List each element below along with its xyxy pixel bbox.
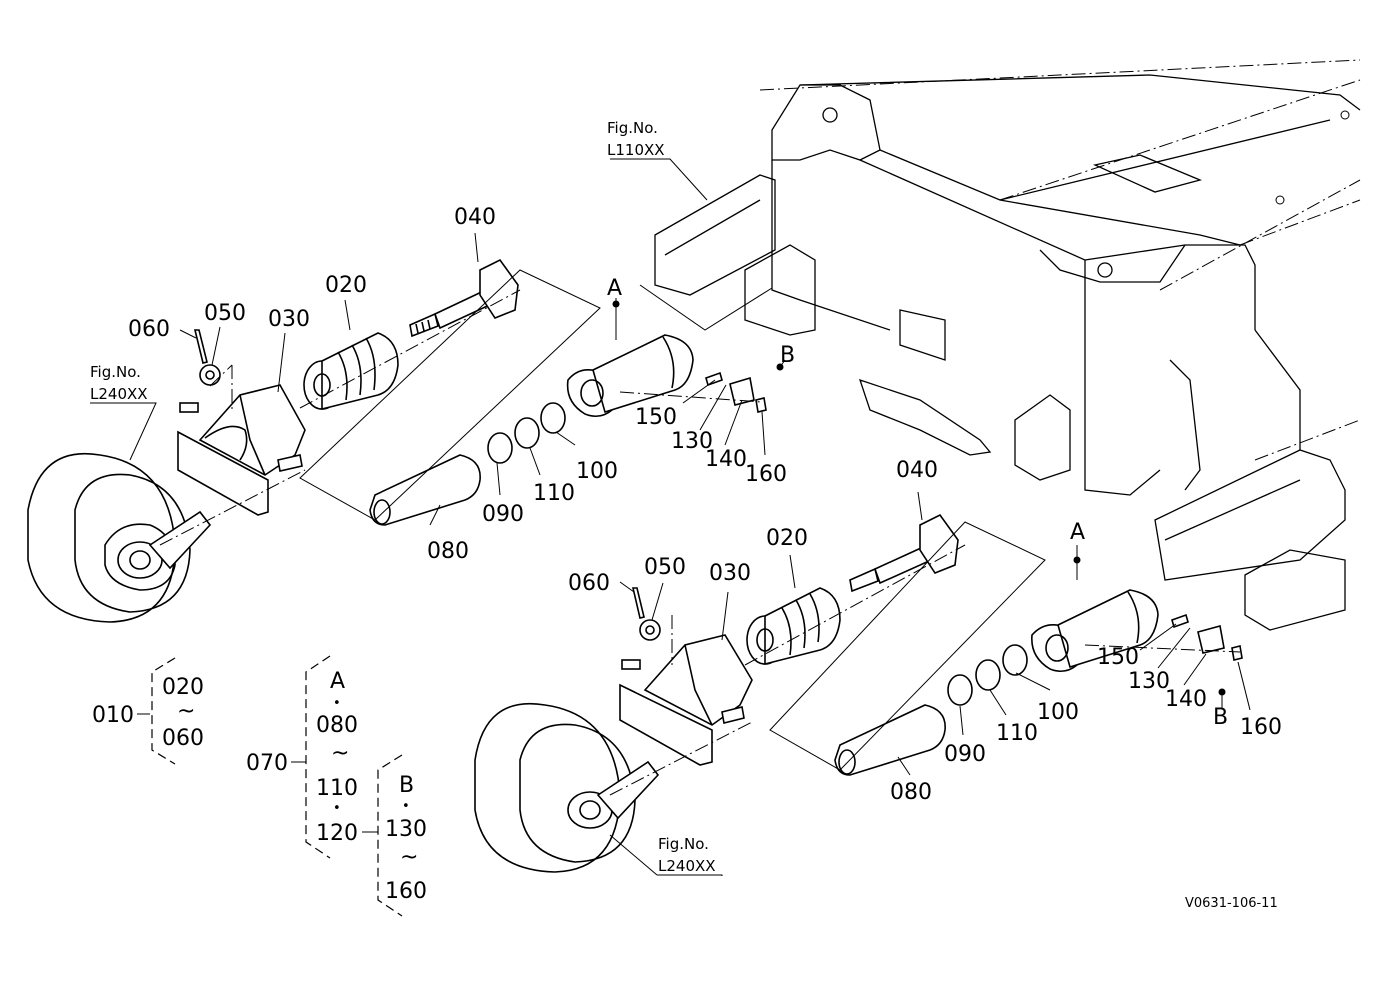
figure-references: Fig.No. L110XX Fig.No. L240XX Fig.No. L2… <box>90 119 716 875</box>
legend-070-to: 110 <box>316 776 358 801</box>
label-050-top: 050 <box>204 301 246 326</box>
label-b-bottom: B <box>1213 705 1228 730</box>
figref-bottom-idler-line1: Fig.No. <box>658 835 709 853</box>
legend-b: B <box>399 773 414 798</box>
label-050-bottom: 050 <box>644 555 686 580</box>
diagram-reference-code: V0631-106-11 <box>1185 896 1278 911</box>
leader-lines <box>90 158 1251 876</box>
legend-070-dot1: • <box>333 696 341 711</box>
label-060-top: 060 <box>128 317 170 342</box>
label-020-bottom: 020 <box>766 526 808 551</box>
label-140-top: 140 <box>705 447 747 472</box>
label-160-bottom: 160 <box>1240 715 1282 740</box>
legend-010: 010 <box>92 703 134 728</box>
track-frame <box>654 59 1361 631</box>
bottom-assembly <box>474 513 1243 873</box>
label-060-bottom: 060 <box>568 571 610 596</box>
legend-070-dot2: • <box>333 801 341 816</box>
label-a-bottom: A <box>1070 520 1085 545</box>
legend-070: 070 <box>246 751 288 776</box>
legend-b-to: 160 <box>385 879 427 904</box>
label-080-top: 080 <box>427 539 469 564</box>
label-150-top: 150 <box>635 405 677 430</box>
figref-left-idler-line2: L240XX <box>90 385 148 403</box>
legend-b-dot: • <box>402 799 410 814</box>
top-assembly <box>27 258 784 623</box>
label-140-bottom: 140 <box>1165 687 1207 712</box>
label-040-bottom: 040 <box>896 458 938 483</box>
part-labels: 040 020 030 050 060 080 090 110 100 150 … <box>128 205 1282 805</box>
label-150-bottom: 150 <box>1097 645 1139 670</box>
figref-left-idler-line1: Fig.No. <box>90 363 141 381</box>
label-100-bottom: 100 <box>1037 700 1079 725</box>
legend-010-from: 020 <box>162 675 204 700</box>
label-130-top: 130 <box>671 429 713 454</box>
legend-b-from: 130 <box>385 817 427 842</box>
assembly-legend: 010 020 ~ 060 070 A • 080 ~ 110 • 120 B … <box>92 655 427 917</box>
figref-bottom-idler-line2: L240XX <box>658 857 716 875</box>
label-030-bottom: 030 <box>709 561 751 586</box>
legend-070-tilde: ~ <box>331 741 349 766</box>
label-b-top: B <box>780 343 795 368</box>
legend-070-last: 120 <box>316 821 358 846</box>
label-090-bottom: 090 <box>944 742 986 767</box>
legend-b-tilde: ~ <box>400 845 418 870</box>
label-160-top: 160 <box>745 462 787 487</box>
label-040-top: 040 <box>454 205 496 230</box>
label-110-bottom: 110 <box>996 721 1038 746</box>
label-020-top: 020 <box>325 273 367 298</box>
legend-010-to: 060 <box>162 726 204 751</box>
legend-070-from: 080 <box>316 713 358 738</box>
label-110-top: 110 <box>533 481 575 506</box>
label-090-top: 090 <box>482 502 524 527</box>
label-a-top: A <box>607 276 622 301</box>
legend-010-tilde: ~ <box>177 699 195 724</box>
label-130-bottom: 130 <box>1128 669 1170 694</box>
label-080-bottom: 080 <box>890 780 932 805</box>
legend-070-a: A <box>330 669 345 694</box>
label-030-top: 030 <box>268 307 310 332</box>
figref-top-frame-line2: L110XX <box>607 141 665 159</box>
label-100-top: 100 <box>576 459 618 484</box>
figref-top-frame-line1: Fig.No. <box>607 119 658 137</box>
